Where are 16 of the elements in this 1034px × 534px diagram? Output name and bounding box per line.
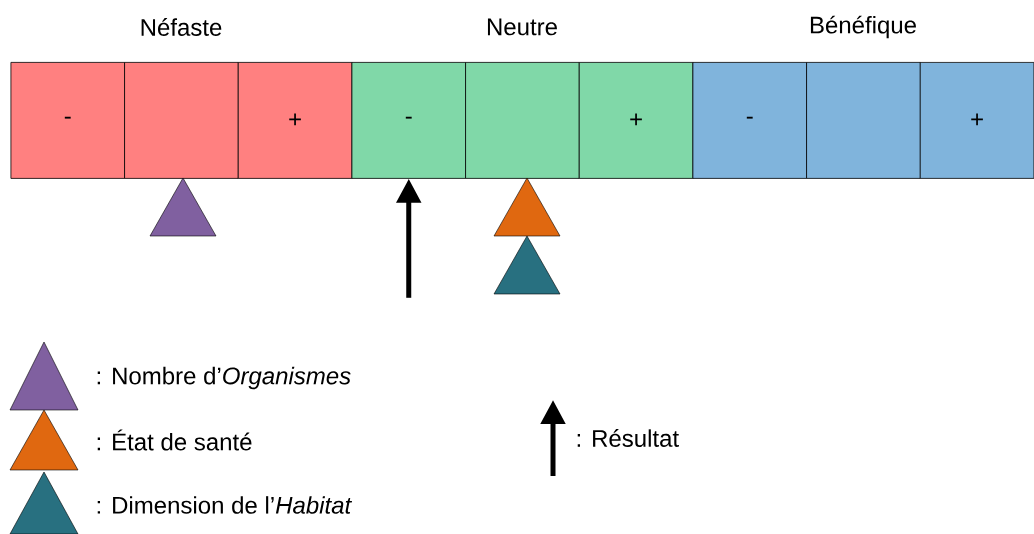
cell: +: [578, 62, 694, 179]
cell: -: [10, 62, 125, 179]
empty-cell: [806, 62, 921, 179]
cell: -: [351, 62, 466, 179]
empty-cell: [465, 62, 580, 179]
group-heading: Neutre: [487, 18, 557, 36]
cell: +: [237, 62, 353, 179]
legend-text: : Résultat: [577, 429, 679, 447]
legend-text: : Nombre d’Organismes: [97, 366, 351, 390]
legend-text: : Dimension de l’Habitat: [97, 496, 353, 514]
empty-cell: [124, 62, 239, 179]
cell: +: [919, 62, 1034, 179]
legend-text: : État de santé: [97, 429, 252, 451]
cell: -: [692, 62, 807, 179]
group-heading: Néfaste: [141, 18, 222, 36]
group-heading: Bénéfique: [810, 15, 916, 39]
